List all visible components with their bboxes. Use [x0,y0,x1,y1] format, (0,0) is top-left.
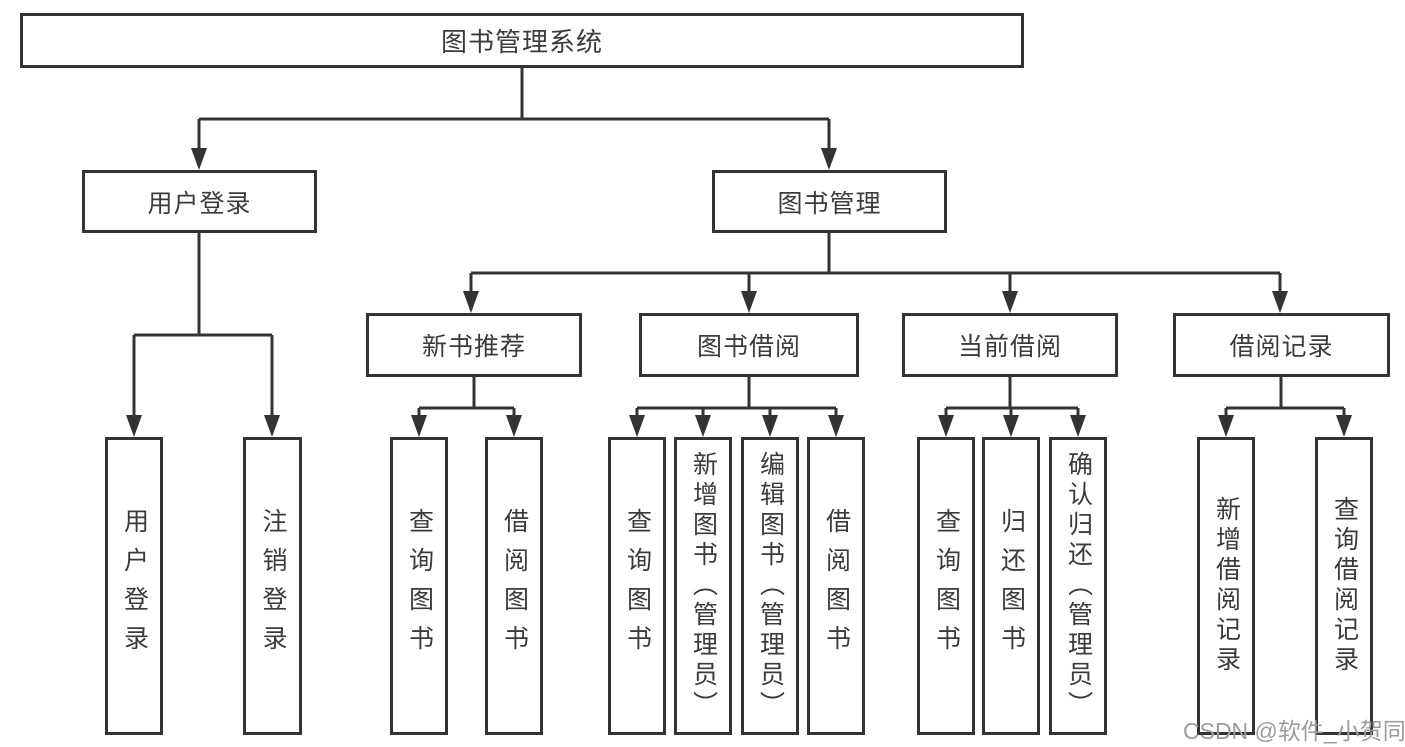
arrowhead [938,415,954,437]
node-label: 查询图书 [623,508,652,664]
arrowhead [1002,291,1018,313]
leaf-borrow-books-recommend: 借阅图书 [485,437,543,735]
node-label: 借阅图书 [500,508,529,664]
arrowhead [828,415,844,437]
arrowhead [411,415,427,437]
node-label: 图书管理系统 [440,27,603,57]
arrowhead [1218,415,1234,437]
node-label: 图书管理 [777,189,882,218]
leaf-query-books-borrow: 查询图书 [608,437,666,735]
leaf-query-books-recommend: 查询图书 [390,437,448,735]
arrowhead [1003,415,1019,437]
arrowhead [695,415,711,437]
node-label: 当前借阅 [957,333,1062,361]
node-book-management: 图书管理 [712,170,947,233]
arrowhead [1336,415,1352,437]
node-borrow-records: 借阅记录 [1173,313,1390,377]
node-label: 查询借阅记录 [1330,496,1359,676]
leaf-return-books: 归还图书 [982,437,1040,735]
arrowhead [463,291,479,313]
csdn-watermark: CSDN @软件_小贺同学 [1183,718,1405,744]
leaf-add-books-admin: 新增图书（管理员） [674,437,732,735]
leaf-query-books-current: 查询图书 [917,437,975,735]
node-user-login: 用户登录 [82,170,317,233]
arrowhead [1272,291,1288,313]
connector-paths [132,68,1346,421]
arrowhead [191,148,207,170]
leaf-user-login: 用户登录 [105,437,163,735]
arrowhead [126,415,142,437]
node-label: 新增图书（管理员） [689,451,718,721]
node-current-borrow: 当前借阅 [902,313,1118,377]
node-label: 查询图书 [932,508,961,664]
node-label: 借阅图书 [822,508,851,664]
arrowhead [629,415,645,437]
arrowhead [1070,415,1086,437]
node-label: 确认归还（管理员） [1064,451,1093,721]
node-label: 图书借阅 [696,333,801,361]
node-book-borrow: 图书借阅 [639,313,859,377]
arrowhead [741,291,757,313]
node-label: 查询图书 [405,508,434,664]
leaf-confirm-return-admin: 确认归还（管理员） [1049,437,1107,735]
node-new-book-recommend: 新书推荐 [366,313,582,377]
leaf-edit-books-admin: 编辑图书（管理员） [741,437,799,735]
node-label: 借阅记录 [1229,333,1334,361]
node-library-management-system: 图书管理系统 [20,13,1024,68]
node-label: 用户登录 [120,508,149,664]
node-label: 编辑图书（管理员） [756,451,785,721]
leaf-logout: 注销登录 [243,437,302,735]
arrowhead [762,415,778,437]
node-label: 新书推荐 [421,333,526,361]
arrowhead [506,415,522,437]
node-label: 注销登录 [259,508,287,664]
leaf-query-borrow-record: 查询借阅记录 [1315,437,1373,735]
arrowheads [126,148,1352,437]
arrowhead [821,148,837,170]
node-label: 新增借阅记录 [1212,496,1241,676]
leaf-add-borrow-record: 新增借阅记录 [1197,437,1255,735]
arrowhead [264,415,280,437]
node-label: 用户登录 [147,189,252,218]
leaf-borrow-books: 借阅图书 [807,437,865,735]
node-label: 归还图书 [997,508,1026,664]
